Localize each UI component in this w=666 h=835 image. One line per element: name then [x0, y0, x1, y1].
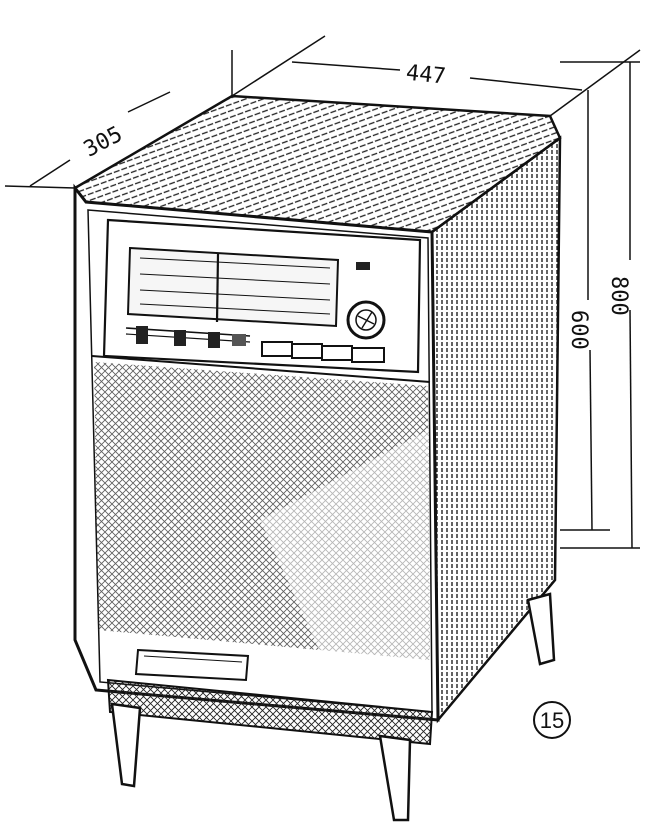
- dimension-width-label: 447: [405, 61, 447, 90]
- dimension-height-total-label: 800: [606, 276, 631, 316]
- dial-pointer: [215, 253, 220, 323]
- dimension-width: 447: [231, 49, 641, 117]
- bottom-slot: [134, 648, 250, 682]
- cabinet-base: [106, 678, 434, 746]
- dimension-depth-label: 305: [80, 122, 127, 163]
- tone-controls: [125, 326, 251, 348]
- leg-front-left: [110, 702, 142, 788]
- dimension-height-cabinet-label: 600: [566, 310, 591, 350]
- tuning-indicator: [346, 300, 386, 340]
- leg-front-right: [378, 734, 412, 822]
- leg-back-right: [526, 592, 556, 666]
- figure-number-label: 15: [540, 708, 564, 733]
- brand-badge: [356, 262, 370, 270]
- push-buttons: [261, 341, 385, 363]
- tuning-dial: [126, 246, 340, 328]
- dimension-height-cabinet: 600: [560, 90, 610, 531]
- figure-number: 15: [533, 701, 571, 739]
- dimension-height-total: 800: [560, 61, 640, 549]
